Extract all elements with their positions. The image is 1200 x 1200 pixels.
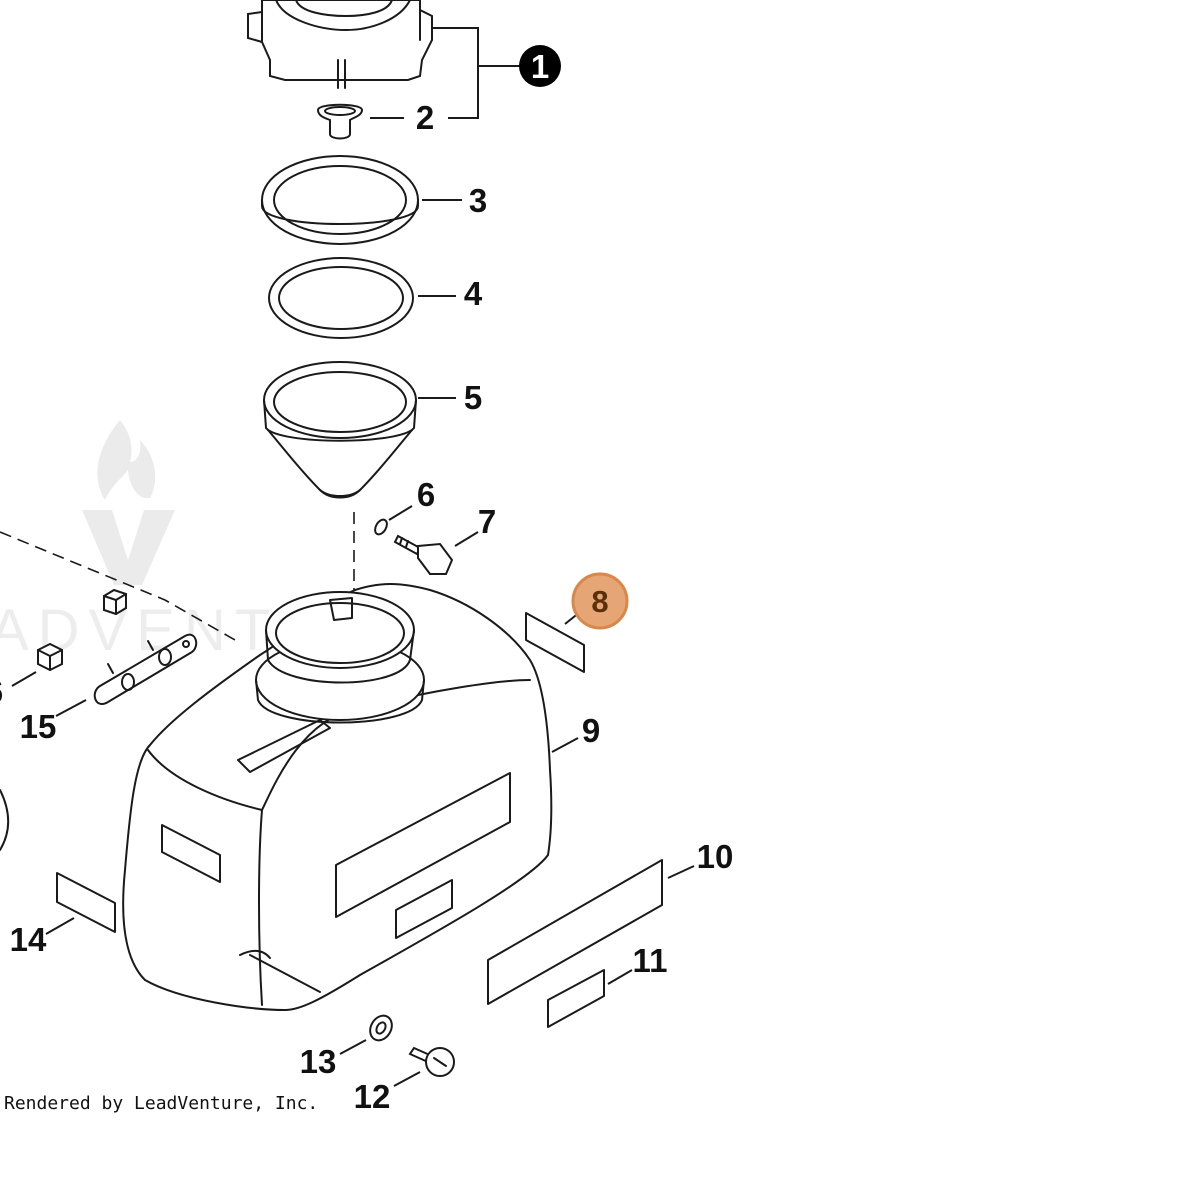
tank-panel-14: [161, 824, 221, 883]
part-edge-left: [0, 789, 10, 851]
callout-2[interactable]: 2: [416, 99, 434, 136]
callout-8-label: 8: [591, 584, 608, 619]
part-bolt: [393, 534, 454, 575]
part-strainer: [263, 361, 417, 499]
tank-panel-11: [395, 879, 453, 939]
callout-4[interactable]: 4: [464, 275, 483, 312]
part-ring-large: [261, 155, 419, 245]
callout-1[interactable]: 1: [519, 45, 561, 87]
part-decal-10: [487, 859, 663, 1005]
callout-1-label: 1: [531, 48, 549, 85]
callout-3[interactable]: 3: [469, 182, 487, 219]
part-screw: [408, 1046, 455, 1077]
callout-16-partial[interactable]: 6: [0, 673, 3, 710]
part-oring: [268, 257, 414, 339]
part-decal-8: [525, 612, 585, 673]
part-washer: [369, 1014, 393, 1042]
part-insert: [316, 103, 364, 140]
callout-11[interactable]: 11: [633, 942, 668, 979]
part-nut-lower: [37, 642, 63, 672]
callout-14[interactable]: 14: [10, 921, 47, 958]
callout-9[interactable]: 9: [582, 712, 600, 749]
callout-6[interactable]: 6: [417, 476, 435, 513]
part-small-oring: [374, 518, 388, 536]
part-cap: [247, 0, 433, 89]
callout-8[interactable]: 8: [571, 572, 629, 630]
part-decal-14: [56, 872, 116, 933]
callout-7[interactable]: 7: [478, 503, 496, 540]
callout-10[interactable]: 10: [697, 838, 734, 875]
part-decal-11: [547, 969, 605, 1028]
tank-panel-10: [335, 772, 511, 918]
part-tank: [122, 583, 553, 1012]
callout-15[interactable]: 15: [20, 708, 57, 745]
leader-lines: [11, 27, 695, 1087]
callout-12[interactable]: 12: [354, 1078, 391, 1115]
callout-5[interactable]: 5: [464, 379, 482, 416]
callout-13[interactable]: 13: [300, 1043, 337, 1080]
hardware-line: [0, 531, 236, 641]
part-bracket: [93, 633, 198, 705]
render-credit: Rendered by LeadVenture, Inc.: [4, 1093, 319, 1114]
part-nut-upper: [103, 588, 127, 616]
